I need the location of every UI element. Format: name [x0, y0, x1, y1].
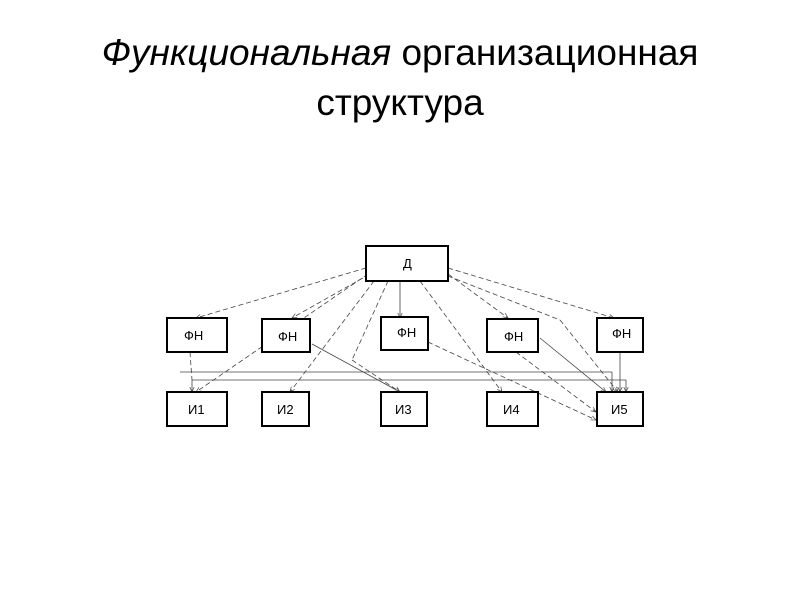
connector-fn2-i3 — [311, 343, 400, 392]
connector-d-i5-a — [447, 275, 561, 321]
executor-box-3: И3 — [380, 391, 428, 427]
functional-manager-box-4: ФН — [486, 318, 539, 353]
executor-box-4: И4 — [486, 391, 539, 427]
executor-label-4: И4 — [503, 402, 520, 417]
executor-box-2: И2 — [261, 391, 310, 427]
connector-d-i2 — [290, 280, 375, 392]
slide-title: Функциональная организационная структура — [0, 28, 800, 128]
functional-manager-label-2: ФН — [278, 329, 297, 344]
executor-box-1: И1 — [166, 391, 228, 427]
functional-manager-box-2: ФН — [261, 318, 311, 353]
functional-manager-label-3: ФН — [397, 325, 416, 340]
executor-box-5: И5 — [596, 391, 644, 427]
connector-d-fn4 — [447, 273, 508, 318]
executor-label-1: И1 — [188, 402, 205, 417]
executor-bus — [180, 371, 626, 392]
connector-d-fn2 — [292, 273, 371, 318]
executor-label-2: И2 — [277, 402, 294, 417]
title-second-line: структура — [316, 82, 484, 123]
connector-d-i3-a — [351, 280, 389, 361]
connector-fn3-i5 — [427, 341, 596, 421]
executor-label-3: И3 — [395, 402, 412, 417]
functional-manager-label-1: ФН — [184, 328, 203, 343]
title-italic-part: Функциональная — [101, 32, 392, 73]
functional-manager-box-3: ФН — [380, 316, 429, 351]
manager-connectors — [189, 337, 620, 421]
director-box: Д — [365, 245, 449, 282]
connector-d-i3-b — [351, 359, 400, 392]
functional-manager-box-1: ФН — [166, 317, 228, 353]
functional-manager-label-5: ФН — [612, 326, 631, 341]
functional-manager-label-4: ФН — [504, 329, 523, 344]
connector-fn4-i5-solid — [539, 337, 606, 392]
director-label: Д — [403, 256, 412, 271]
connector-d-fn5 — [447, 267, 614, 318]
title-regular-part: организационная — [401, 32, 699, 73]
connector-fn1-bus — [189, 351, 193, 381]
functional-manager-box-5: ФН — [596, 317, 644, 353]
connector-fn4-i5 — [515, 351, 596, 412]
executor-label-5: И5 — [611, 402, 628, 417]
connector-d-i4 — [419, 280, 502, 392]
connector-d-fn1 — [196, 267, 367, 318]
